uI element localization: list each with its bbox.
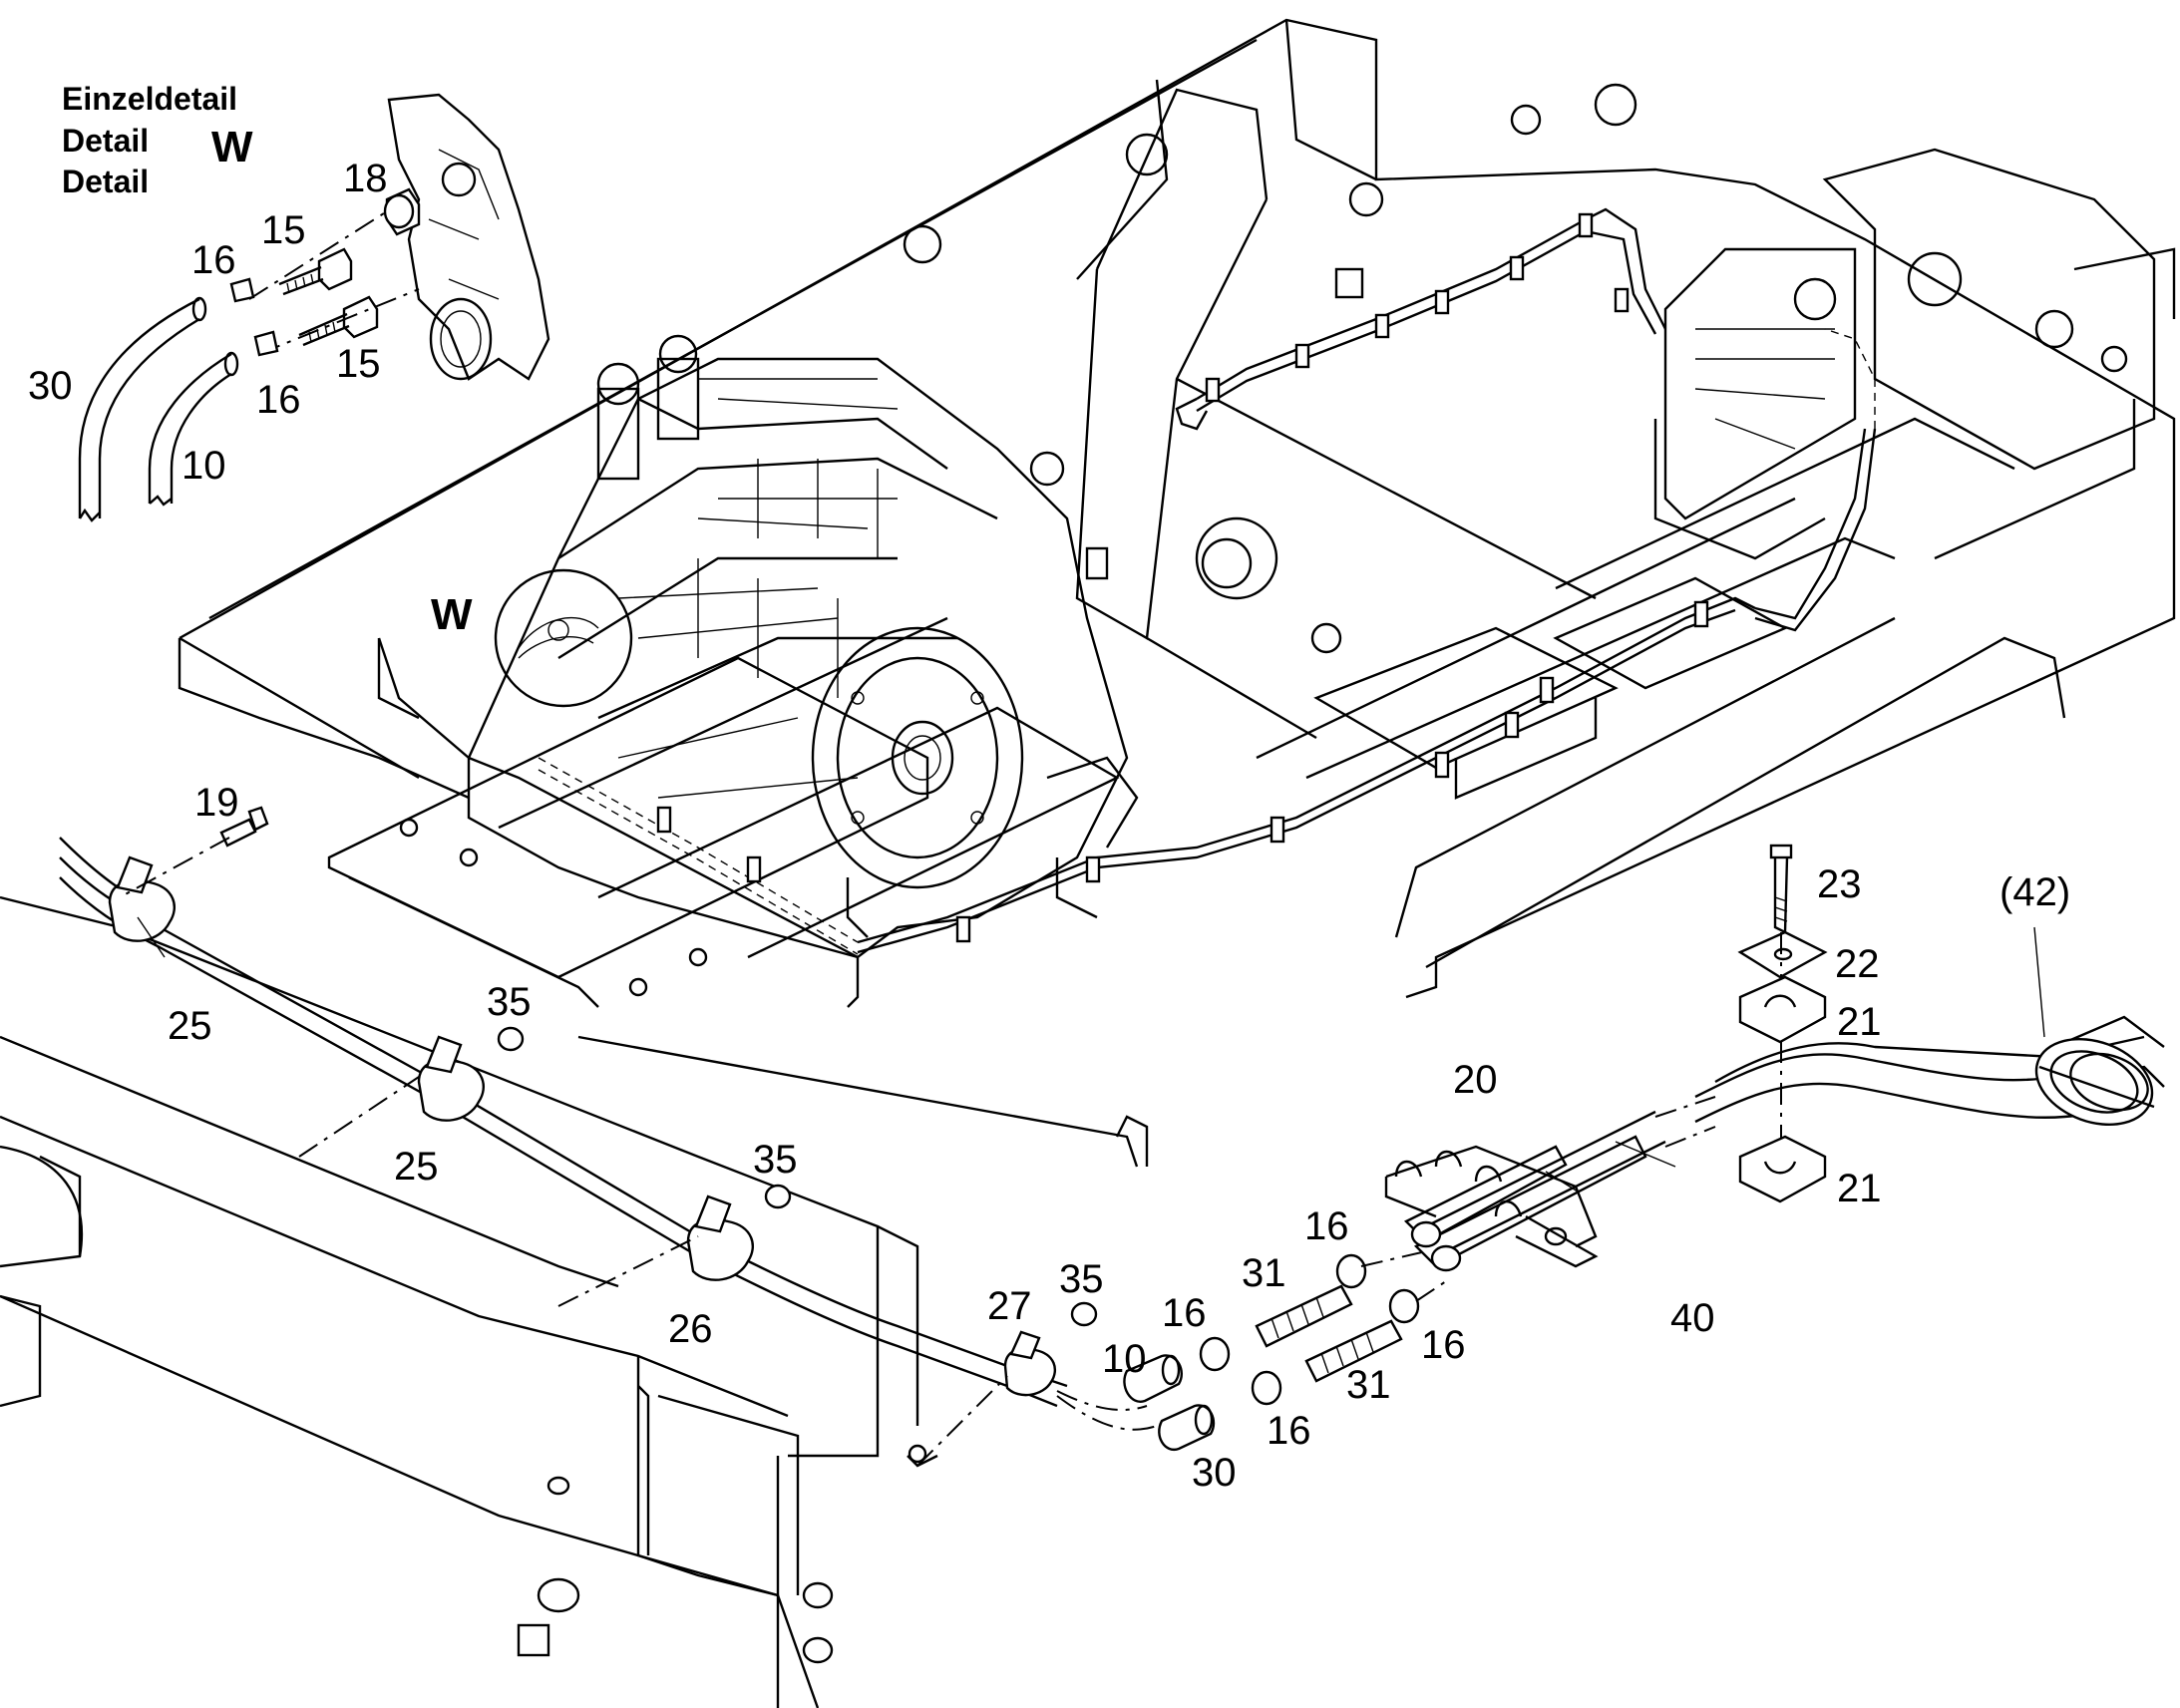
label-21-lower: 21 [1837, 1167, 1882, 1210]
label-16-top: 16 [191, 238, 236, 282]
engine [377, 334, 1139, 1008]
detail-w-callout [494, 568, 633, 708]
leader-lines [137, 916, 2045, 1193]
label-35-second: 35 [753, 1138, 798, 1182]
label-21-upper: 21 [1837, 1000, 1882, 1044]
hose-routing [538, 207, 1877, 955]
label-15-bottom: 15 [336, 342, 381, 386]
detail-w-inset [78, 93, 550, 522]
grommet-hose [1694, 1015, 2165, 1127]
header-line-3: Detail [62, 164, 149, 199]
front-frame [0, 895, 938, 1708]
label-18: 18 [343, 157, 388, 200]
label-25-middle: 25 [394, 1145, 439, 1189]
label-10-main: 10 [1102, 1337, 1147, 1381]
label-31-upper: 31 [1242, 1251, 1286, 1295]
label-42: (42) [1999, 870, 2070, 914]
bolt-plate-clamp [1737, 844, 1828, 1203]
label-27: 27 [987, 1284, 1032, 1328]
label-35-first: 35 [487, 980, 532, 1024]
label-40: 40 [1670, 1296, 1715, 1340]
label-30-detail: 30 [28, 364, 73, 408]
label-35-third: 35 [1059, 1257, 1104, 1301]
label-16-left-upper: 16 [1162, 1291, 1207, 1335]
machine-frame [178, 18, 2176, 1168]
label-19: 19 [194, 781, 239, 825]
label-16-right-lower: 16 [1421, 1323, 1466, 1367]
hose-fittings [1123, 1250, 1447, 1452]
label-23: 23 [1817, 862, 1862, 906]
label-10-detail: 10 [182, 444, 226, 488]
header-line-2: Detail [62, 123, 149, 159]
label-16-bottom: 16 [256, 378, 301, 422]
label-31-lower: 31 [1346, 1363, 1391, 1407]
label-25-left: 25 [168, 1004, 212, 1048]
label-22: 22 [1835, 942, 1880, 986]
label-15-top: 15 [261, 208, 306, 252]
foreground-hose [59, 806, 1158, 1467]
header-line-1: Einzeldetail [62, 81, 237, 117]
label-26: 26 [668, 1307, 713, 1351]
header-detail-letter: W [211, 123, 253, 171]
label-16-right-upper: 16 [1304, 1204, 1349, 1248]
tube-assembly [1384, 957, 1782, 1272]
label-20: 20 [1453, 1058, 1498, 1102]
label-16-left-lower: 16 [1267, 1409, 1311, 1453]
label-30-main: 30 [1192, 1451, 1237, 1495]
callout-w-letter: W [431, 590, 473, 639]
